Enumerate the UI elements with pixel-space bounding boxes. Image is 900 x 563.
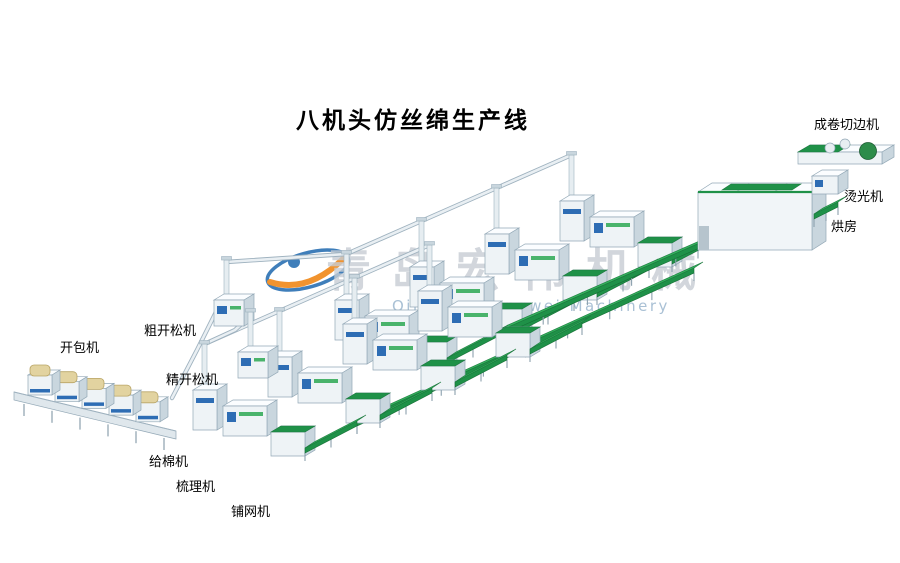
label-bale-opener: 开包机 — [60, 341, 100, 356]
bale-opener-machine — [13, 364, 177, 450]
production-line-5 — [191, 340, 367, 461]
label-carding-machine: 梳理机 — [176, 480, 216, 495]
roll-cutting-machine — [796, 138, 896, 165]
fine-opener-machine — [236, 308, 280, 379]
glazing-machine — [810, 169, 850, 195]
label-glazing-machine: 烫光机 — [844, 190, 884, 205]
label-coarse-opener: 粗开松机 — [144, 324, 197, 339]
page-title: 八机头仿丝绵生产线 — [296, 108, 530, 134]
label-web-lapper: 铺网机 — [231, 505, 271, 520]
lower-production-band — [191, 241, 592, 461]
label-roll-cutting-machine: 成卷切边机 — [814, 118, 880, 133]
label-drying-room: 烘房 — [831, 220, 858, 235]
production-line-7 — [341, 274, 517, 395]
label-fine-opener: 精开松机 — [166, 373, 219, 388]
production-line-8 — [416, 241, 592, 362]
production-line-6 — [266, 307, 442, 428]
coarse-opener-machine — [212, 256, 256, 327]
finishing-section — [696, 138, 896, 251]
label-cotton-feeder: 给棉机 — [149, 455, 189, 470]
drying-room-machine — [696, 182, 828, 251]
